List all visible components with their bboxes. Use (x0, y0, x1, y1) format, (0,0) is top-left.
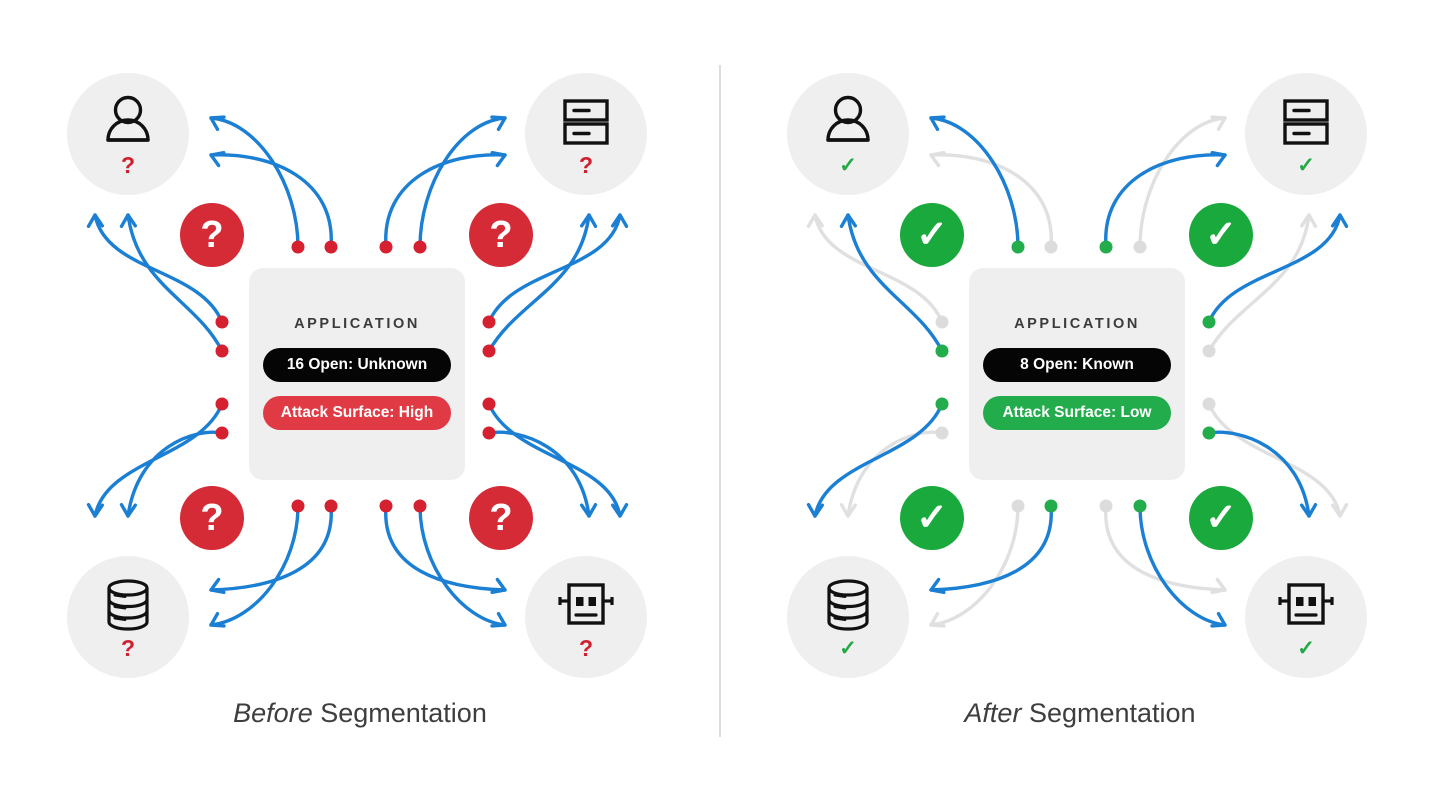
badge-top-right-after: ✓ (1189, 203, 1253, 267)
open-ports-pill: 8 Open: Known (983, 348, 1171, 382)
card-title: APPLICATION (1014, 316, 1140, 332)
question-icon: ? (489, 214, 513, 256)
node-user-after[interactable]: ✓ (787, 73, 909, 195)
caption-rest: Segmentation (1021, 698, 1196, 728)
server-rack-icon (1283, 99, 1329, 145)
caption-emphasis: After (964, 698, 1022, 728)
connection-wires-before (86, 115, 629, 628)
robot-icon (558, 583, 614, 625)
node-server-after[interactable]: ✓ (1245, 73, 1367, 195)
caption-after: After Segmentation (720, 698, 1440, 729)
caption-rest: Segmentation (312, 698, 487, 728)
robot-icon (1278, 583, 1334, 625)
caption-emphasis: Before (233, 698, 313, 728)
node-status-mark: ? (120, 151, 136, 178)
question-icon: ? (200, 214, 224, 256)
panel-before-segmentation: ? ? ? (0, 73, 720, 729)
node-status-mark: ✓ (1297, 636, 1315, 660)
question-icon: ? (200, 497, 224, 539)
application-card-before: APPLICATION 16 Open: Unknown Attack Surf… (249, 268, 465, 480)
node-status-mark: ? (578, 634, 594, 661)
badge-bottom-right-before: ? (469, 486, 533, 550)
check-icon: ✓ (1205, 497, 1237, 539)
database-icon (107, 579, 149, 631)
badge-bottom-left-after: ✓ (900, 486, 964, 550)
badge-top-left-before: ? (180, 203, 244, 267)
node-database-after[interactable]: ✓ (787, 556, 909, 678)
application-card-after: APPLICATION 8 Open: Known Attack Surface… (969, 268, 1185, 480)
badge-top-left-after: ✓ (900, 203, 964, 267)
panel-divider (719, 65, 721, 737)
node-status-mark: ✓ (1297, 153, 1315, 177)
node-status-mark: ✓ (839, 636, 857, 660)
open-ports-pill: 16 Open: Unknown (263, 348, 451, 382)
user-icon (826, 95, 870, 142)
node-status-mark: ? (578, 151, 594, 178)
question-icon: ? (489, 497, 513, 539)
user-icon (106, 95, 150, 142)
panel-after-segmentation: ✓ ✓ ✓ (720, 0, 1440, 810)
node-server-before[interactable]: ? (525, 73, 647, 195)
badge-bottom-right-after: ✓ (1189, 486, 1253, 550)
check-icon: ✓ (1205, 214, 1237, 256)
node-user-before[interactable]: ? (67, 73, 189, 195)
node-status-mark: ? (120, 634, 136, 661)
node-database-before[interactable]: ? (67, 556, 189, 678)
node-robot-after[interactable]: ✓ (1245, 556, 1367, 678)
attack-surface-pill: Attack Surface: Low (983, 396, 1171, 430)
card-title: APPLICATION (294, 316, 420, 332)
connection-wires-after (806, 115, 1349, 628)
attack-surface-pill: Attack Surface: High (263, 396, 451, 430)
database-icon (827, 579, 869, 631)
check-icon: ✓ (916, 214, 948, 256)
check-icon: ✓ (916, 497, 948, 539)
node-status-mark: ✓ (839, 153, 857, 177)
badge-bottom-left-before: ? (180, 486, 244, 550)
caption-before: Before Segmentation (0, 698, 720, 729)
badge-top-right-before: ? (469, 203, 533, 267)
node-robot-before[interactable]: ? (525, 556, 647, 678)
server-rack-icon (563, 99, 609, 145)
